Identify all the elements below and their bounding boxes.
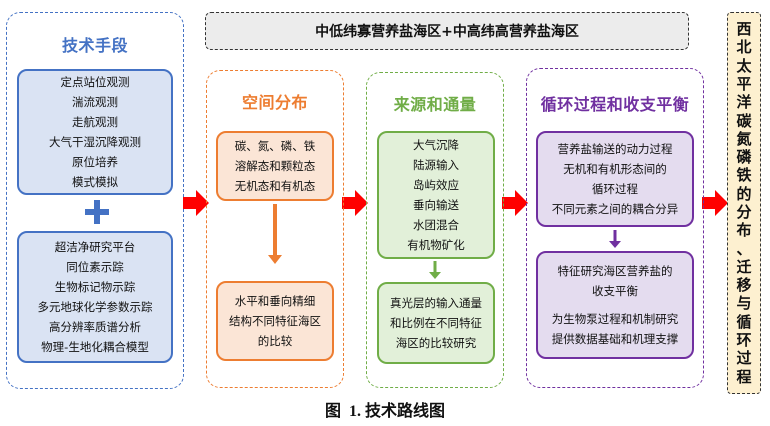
technique-item: 超洁净研究平台 [54,240,136,254]
region-banner: 中低纬寡营养盐海区+中高纬高营养盐海区 [205,12,689,50]
source-box1: 大气沉降 陆源输入 岛屿效应 垂向输送 水团混合 有机物矿化 [377,131,495,259]
source-item: 垂向输送 [413,198,459,212]
source-box2: 真光层的输入通量 和比例在不同特征 海区的比较研究 [377,282,495,364]
technique-item: 模式模拟 [72,175,118,189]
spatial-title: 空间分布 [241,93,308,112]
goal-box: 西北太平洋碳氮磷铁的分布、迁移与循环过程 [727,12,761,394]
source-item: 真光层的输入通量 [390,296,482,310]
source-item: 大气沉降 [413,138,459,152]
goal-char: 移 [736,276,752,295]
cycle-title: 循环过程和收支平衡 [540,95,690,114]
goal-text: 西北太平洋碳氮磷铁的分布、迁移与循环过程 [736,20,751,386]
spatial-box1: 碳、氮、磷、铁 溶解态和颗粒态 无机态和有机态 [216,131,334,201]
techniques-title: 技术手段 [61,36,128,55]
goal-char: 程 [736,367,752,386]
techniques-group2: 超洁净研究平台 同位素示踪 生物标记物示踪 多元地球化学参数示踪 高分辨率质谱分… [17,231,173,363]
source-panel: 来源和通量 大气沉降 陆源输入 岛屿效应 垂向输送 水团混合 有机物矿化 真光层… [366,72,504,388]
cycle-item: 循环过程 [592,182,638,196]
cycle-item: 特征研究海区营养盐的 [557,264,673,278]
down-arrow-icon [608,230,622,248]
goal-char: 分 [736,203,752,221]
source-item: 岛屿效应 [413,178,459,192]
goal-char: 西 [736,20,752,39]
source-item: 水团混合 [413,218,459,232]
goal-char: 磷 [736,148,752,167]
goal-char: 洋 [736,93,752,112]
goal-char: 、 [736,239,752,258]
goal-char: 迁 [736,257,752,276]
technique-item: 定点站位观测 [60,75,130,89]
goal-char: 平 [736,74,752,93]
cycle-item: 无机和有机形态间的 [563,162,667,176]
goal-char: 碳 [736,111,752,130]
spatial-item: 结构不同特征海区 [229,314,321,328]
red-arrow-icon [342,190,368,216]
goal-char: 环 [736,331,752,350]
red-arrow-icon [502,190,528,216]
techniques-panel: 技术手段 定点站位观测 湍流观测 走航观测 大气干湿沉降观测 原位培养 模式模拟… [6,12,184,389]
cycle-item: 提供数据基础和机理支撑 [551,332,679,346]
cycle-item: 不同元素之间的耦合分异 [551,202,679,216]
plus-icon [85,200,109,224]
source-item: 和比例在不同特征 [390,316,482,330]
technique-item: 同位素示踪 [66,260,124,274]
technique-item: 多元地球化学参数示踪 [37,300,153,314]
goal-char: 太 [736,56,752,75]
spatial-item: 的比较 [257,334,293,348]
goal-char: 循 [736,312,752,331]
cycle-item: 为生物泵过程和机制研究 [551,312,679,326]
technique-item: 大气干湿沉降观测 [49,135,141,149]
source-item: 有机物矿化 [407,238,465,252]
goal-char: 铁 [736,166,752,185]
red-arrow-icon [183,190,209,216]
technique-item: 走航观测 [72,115,118,129]
goal-char: 氮 [736,129,752,148]
spatial-item: 水平和垂向精细 [234,294,316,308]
cycle-item: 收支平衡 [592,284,638,298]
goal-char: 的 [736,184,752,203]
cycle-item: 营养盐输送的动力过程 [557,142,673,156]
source-title: 来源和通量 [393,95,477,114]
region-banner-label: 中低纬寡营养盐海区+中高纬高营养盐海区 [315,24,579,40]
source-item: 海区的比较研究 [395,336,477,350]
cycle-box1: 营养盐输送的动力过程 无机和有机形态间的 循环过程 不同元素之间的耦合分异 [536,131,694,227]
technique-item: 高分辨率质谱分析 [49,320,141,334]
techniques-group1: 定点站位观测 湍流观测 走航观测 大气干湿沉降观测 原位培养 模式模拟 [17,69,173,195]
source-item: 陆源输入 [413,158,459,172]
down-arrow-icon [266,204,284,264]
technique-item: 湍流观测 [72,95,118,109]
spatial-box2: 水平和垂向精细 结构不同特征海区 的比较 [216,281,334,361]
goal-char: 与 [736,294,752,313]
cycle-box2: 特征研究海区营养盐的 收支平衡 为生物泵过程和机制研究 提供数据基础和机理支撑 [536,251,694,359]
technique-item: 生物标记物示踪 [54,280,136,294]
technique-item: 原位培养 [72,155,118,169]
goal-char: 过 [736,349,752,368]
goal-char: 布 [736,221,752,240]
down-arrow-icon [428,261,442,279]
figure-caption: 图 1. 技术路线图 [324,403,445,420]
red-arrow-icon [702,190,728,216]
spatial-item: 溶解态和颗粒态 [234,159,316,173]
spatial-item: 碳、氮、磷、铁 [234,139,316,153]
spatial-item: 无机态和有机态 [234,179,316,193]
spatial-panel: 空间分布 碳、氮、磷、铁 溶解态和颗粒态 无机态和有机态 水平和垂向精细 结构不… [206,70,344,388]
cycle-panel: 循环过程和收支平衡 营养盐输送的动力过程 无机和有机形态间的 循环过程 不同元素… [526,68,704,388]
technique-item: 物理-生地化耦合模型 [41,340,149,354]
goal-char: 北 [736,38,752,57]
